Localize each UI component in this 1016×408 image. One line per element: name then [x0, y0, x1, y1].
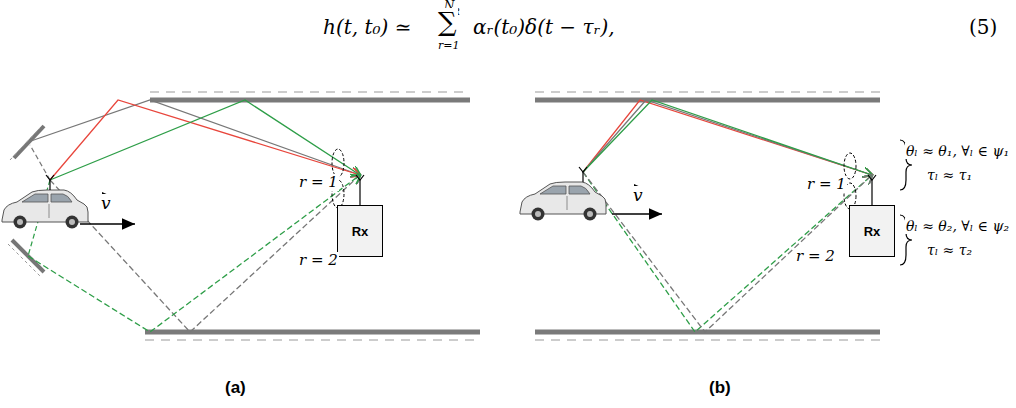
math-label: h(t, t₀) ≃ [322, 16, 412, 39]
receiver-box: Rx [337, 205, 383, 257]
math-label: τₗ ≈ τ₁ [926, 167, 973, 183]
receiver-label: Rx [864, 224, 881, 239]
math-label: ∑ [437, 8, 458, 38]
receiver-box: Rx [849, 205, 895, 257]
math-label: θₗ ≈ θ₁, ∀ₗ ∈ ψ₁ [905, 143, 1010, 159]
math-label: r = 2 [795, 248, 836, 265]
panel-caption: (a) [224, 378, 247, 398]
math-label: r = 1 [806, 176, 847, 193]
math-label: θₗ ≈ θ₂, ∀ₗ ∈ ψ₂ [905, 218, 1010, 234]
math-label: r = 2 [298, 252, 339, 269]
math-label: αᵣ(t₀)δ(t − τᵣ), [472, 16, 616, 39]
math-label: r = 1 [298, 174, 339, 191]
math-label: (5) [968, 16, 998, 39]
math-label: τₗ ≈ τ₂ [926, 242, 973, 258]
math-label: v [100, 194, 112, 214]
receiver-label: Rx [352, 224, 369, 239]
math-label: r=1 [437, 40, 460, 53]
math-label: v [632, 186, 644, 206]
panel-caption: (b) [708, 378, 732, 398]
